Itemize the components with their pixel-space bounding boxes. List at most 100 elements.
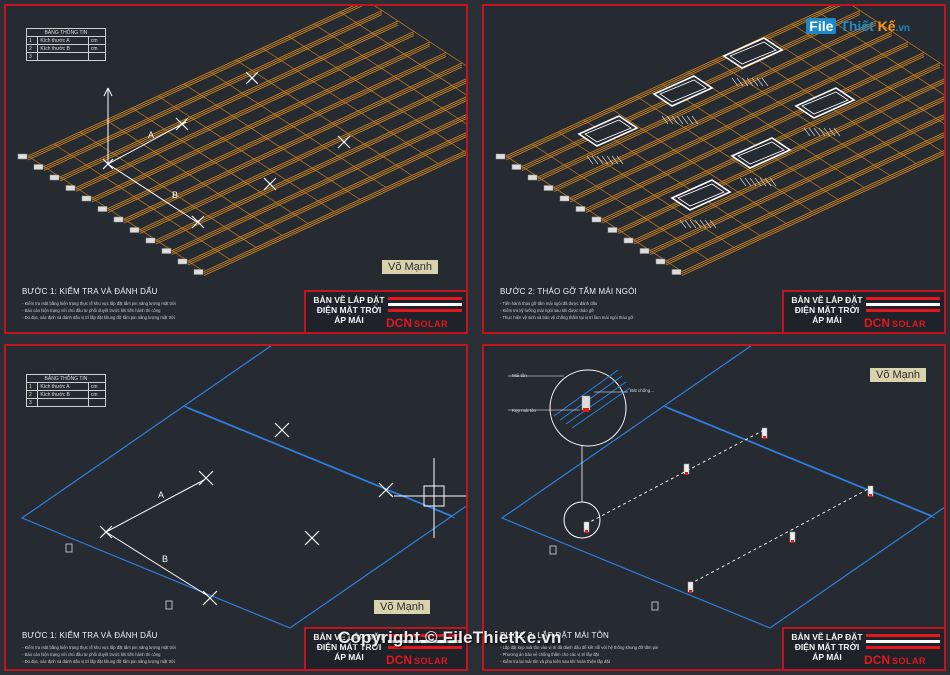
tile-course-line — [123, 62, 463, 220]
title-block-text: BẢN VẼ LẮP ĐẶT ĐIỆN MẶT TRỜI ÁP MÁI — [310, 295, 388, 325]
removed-tile-opening — [730, 137, 792, 169]
step-note: Kiểm tra kỹ lưỡng mái ngói sau khi được … — [500, 307, 633, 314]
stacked-tile-hatch — [746, 77, 754, 87]
info-row-name — [37, 52, 89, 61]
roof-clamp-base — [869, 494, 872, 497]
tile-course-line — [75, 35, 415, 192]
tile-course-line — [91, 45, 431, 203]
tile-course-line — [585, 54, 925, 211]
stacked-tile-hatch — [689, 219, 697, 229]
info-row-no: 2 — [25, 44, 39, 53]
stacked-tile-hatch — [823, 127, 831, 137]
stacked-tile-hatch — [611, 155, 619, 165]
detail-rib-line — [553, 369, 619, 417]
stacked-tile-hatch — [744, 177, 752, 187]
tile-joint-line — [261, 47, 439, 164]
stacked-tile-hatch — [769, 177, 777, 187]
tile-course-line — [649, 114, 944, 251]
tile-course-line — [43, 10, 383, 167]
tile-joint-line — [609, 107, 787, 224]
stacked-tile-hatch — [833, 127, 841, 137]
step-notes: Kiểm tra mặt bằng hiện trạng thực tế khu… — [22, 300, 176, 321]
tile-course-line — [187, 136, 466, 266]
detail-rib-line — [565, 381, 627, 425]
step-note: Kiểm tra lại mái tôn và phụ kiện sau khi… — [500, 658, 658, 665]
rail-dashed-line — [585, 429, 765, 525]
stacked-tile-hatch — [699, 219, 707, 229]
tile-joint-line — [183, 83, 361, 200]
tile-course-line — [505, 6, 833, 157]
batten-end — [655, 258, 666, 265]
stacked-tile-hatch — [601, 155, 609, 165]
title-line: BẢN VẼ LẮP ĐẶT — [313, 295, 385, 305]
tile-joint-line — [374, 6, 466, 67]
batten-end — [193, 269, 204, 275]
title-block-text: BẢN VẼ LẮP ĐẶT ĐIỆN MẶT TRỜI ÁP MÁI — [788, 632, 866, 662]
flag-icon — [866, 297, 940, 312]
tile-course-line — [553, 35, 893, 192]
stacked-tile-hatch — [761, 77, 769, 87]
tile-course-line — [681, 150, 944, 272]
stacked-tile-hatch — [684, 219, 692, 229]
tile-joint-line — [791, 23, 944, 125]
removed-tile-inner — [584, 119, 632, 143]
support-post — [549, 545, 557, 555]
batten-end — [591, 216, 602, 223]
removed-tile-opening — [577, 115, 639, 147]
batten-end — [177, 258, 188, 265]
detail-rib-line — [571, 387, 631, 429]
tile-course-line — [107, 54, 447, 211]
tile-removal-drawing — [495, 6, 944, 276]
title-line: ÁP MÁI — [812, 652, 842, 662]
step-note: Báo cáo hiện trạng với chủ đầu tư phối d… — [22, 307, 176, 314]
tile-course-line — [27, 6, 359, 159]
roof-clamp-base — [685, 472, 688, 475]
stacked-tile-hatch — [666, 115, 674, 125]
stacked-tile-hatch — [686, 115, 694, 125]
mark-cross — [337, 135, 351, 149]
batten-end — [559, 195, 570, 202]
step-title: BƯỚC 2: THÁO GỠ TẤM MÁI NGÓI — [500, 287, 637, 296]
tile-joint-line — [765, 35, 943, 152]
metal-rib-line — [346, 346, 466, 404]
tile-course-line — [569, 45, 909, 203]
axis-b-line — [105, 531, 209, 597]
logo-vn: .vn — [895, 23, 910, 34]
tile-course-line — [171, 116, 466, 253]
removed-tile-inner — [737, 141, 785, 165]
support-post — [165, 600, 173, 610]
tile-roof-drawing: AB — [17, 6, 466, 276]
stacked-tile-hatch — [681, 115, 689, 125]
detail-small-circle — [563, 501, 601, 539]
tile-course-line — [139, 82, 466, 234]
tile-course-line — [171, 114, 466, 251]
mark-cross — [175, 117, 189, 131]
info-row-no: 2 — [25, 390, 39, 399]
step-notes: Lắp đặt kẹp mái tôn vào vị trí đã đánh d… — [500, 644, 659, 665]
info-table-title: BẢNG THÔNG TIN — [26, 374, 106, 383]
stacked-tile-hatch — [671, 115, 679, 125]
step-note: Báo cáo hiện trạng với chủ đầu tư phối d… — [22, 651, 176, 658]
title-line: ÁP MÁI — [334, 652, 364, 662]
logo-thiet: Thiết — [840, 18, 874, 34]
title-line: ĐIỆN MẶT TRỜI — [316, 305, 382, 315]
stacked-tile-hatch — [709, 219, 717, 229]
logo-ke: Kế — [877, 18, 896, 34]
axis-a-label: A — [148, 130, 154, 140]
batten-end — [81, 195, 92, 202]
stacked-tile-hatch — [676, 115, 684, 125]
tile-joint-line — [235, 59, 413, 176]
tile-joint-line — [852, 6, 944, 67]
stacked-tile-hatch — [694, 219, 702, 229]
callout-roof-label: Mái tôn — [512, 373, 527, 378]
info-row-unit: cm — [87, 382, 107, 391]
tile-joint-line — [209, 71, 387, 188]
flag-icon — [866, 634, 940, 649]
tile-joint-line — [817, 11, 944, 96]
title-line: ÁP MÁI — [812, 315, 842, 325]
info-row-name: Kích thước B — [37, 44, 89, 53]
tile-course-line — [553, 31, 893, 188]
